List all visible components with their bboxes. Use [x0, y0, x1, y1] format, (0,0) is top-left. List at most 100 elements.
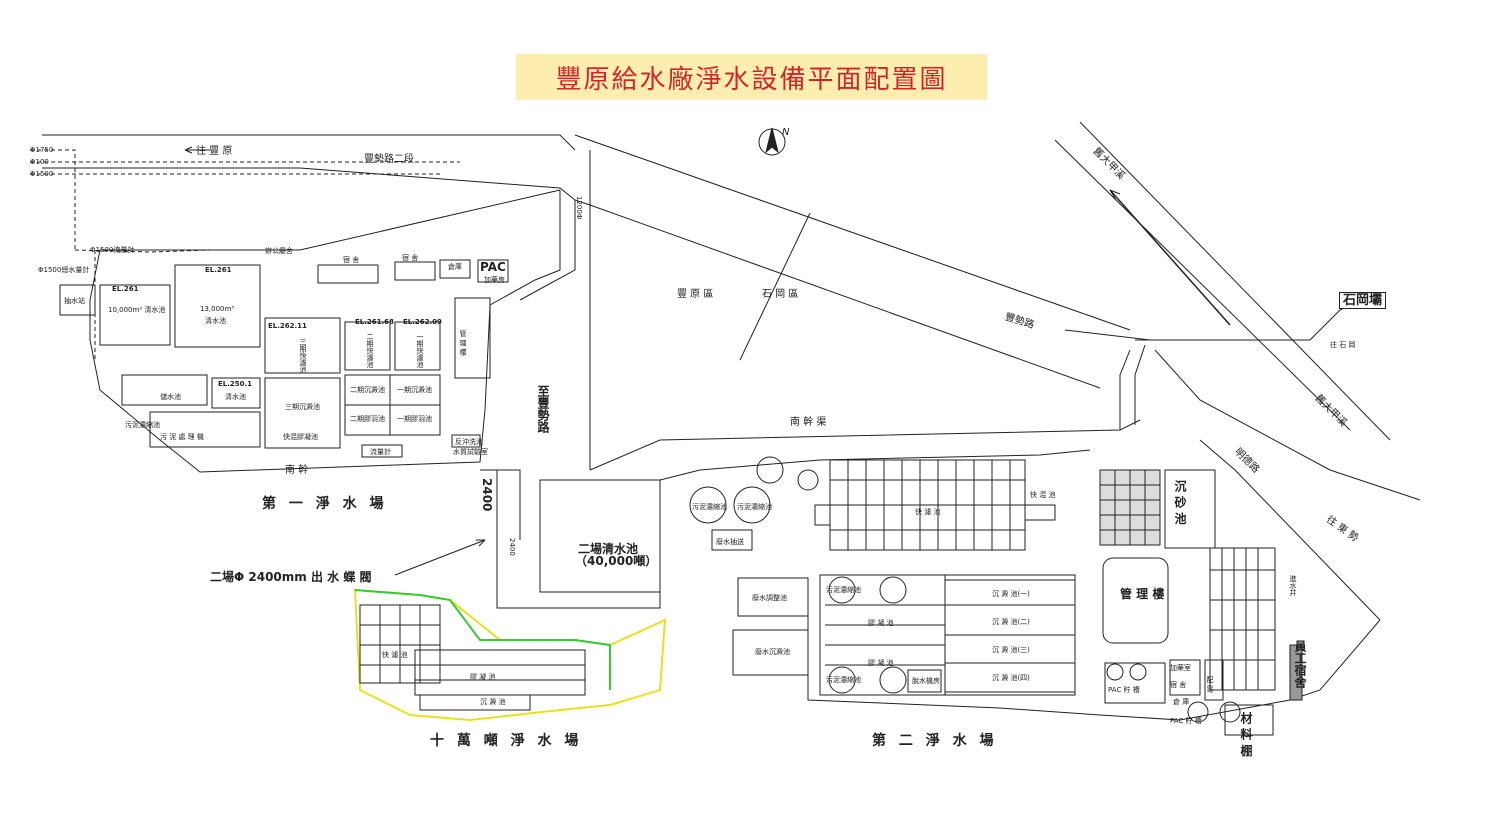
pipe-label-1200: 1200Φ: [575, 196, 583, 220]
p1-sed3: 三期沉澱池: [285, 403, 320, 411]
road-label-to-fengyuan: 往 豐 原: [196, 146, 233, 157]
plant2-filter-block: [814, 459, 1056, 551]
p2-sludge-conc-b: 污泥濃縮池: [737, 503, 772, 511]
p1-dorm-a: 宿 舍: [343, 256, 360, 264]
p2-dorm2: 宿 舍: [1170, 681, 1187, 689]
p1-filter1: 一期快濾池: [416, 333, 424, 368]
p1-floc1: 一期膠羽池: [397, 415, 432, 423]
p1-sed1: 一期沉澱池: [397, 386, 432, 394]
p2-sed-basin: 沉 砂 池: [1173, 480, 1187, 525]
road-label-to-fengshi: 至豐勢路: [536, 385, 550, 433]
p3-sed: 沉 澱 池: [480, 698, 506, 706]
p2-floc-b: 膠 凝 池: [868, 659, 894, 667]
plant1-name: 第 一 淨 水 場: [262, 496, 388, 512]
p1-el261-68: EL.261.68: [355, 318, 394, 326]
p2-settle4: 沉 澱 池(四): [992, 674, 1030, 682]
p2-reservoir: 二場清水池: [578, 542, 639, 556]
p1-el250-1: EL.250.1: [218, 380, 253, 388]
pipe-label-1500-meter: Φ1500流量計: [90, 246, 135, 254]
p1-filter3: 三期快濾池: [299, 338, 307, 373]
plant2-reservoir-outline: [480, 456, 819, 676]
p1-clear: 清水池: [225, 393, 246, 401]
p2-settle3: 沉 澱 池(三): [992, 646, 1030, 654]
p2-mixing: 快 混 池: [1030, 491, 1056, 499]
p1-floc2: 二期膠羽池: [350, 415, 385, 423]
p2-filter: 快 濾 池: [915, 508, 941, 516]
title-banner: 豐原給水廠淨水設備平面配置圖: [516, 54, 987, 100]
p2-admin: 管 理 樓: [1120, 587, 1165, 601]
plant2-settling-block: [819, 574, 1076, 696]
district-label-fengyuan: 豐 原 區: [677, 289, 714, 300]
shigang-dam-label: 石岡壩: [1339, 292, 1387, 309]
pipe-label-1500: Φ1500: [30, 170, 54, 178]
road-label-south-trunk-2: 南 幹: [285, 465, 309, 476]
p3-filter: 快 濾 池: [382, 651, 408, 659]
p2-pac-tank2: PAC 貯 槽: [1170, 717, 1202, 725]
p2-chem-room: 加藥室: [1170, 664, 1191, 672]
p1-sludge: 污 泥 處 理 機: [160, 433, 204, 441]
road-label-to-shigang: 往 石 岡: [1330, 341, 1356, 349]
p1-lab: 水質試驗室: [453, 448, 488, 456]
p1-sludge-pond: 污泥濃縮池: [125, 421, 160, 429]
north-arrow-icon: [758, 127, 786, 156]
p1-warehouse: 倉庫: [448, 263, 462, 271]
p2-settle2: 沉 澱 池(二): [992, 618, 1030, 626]
plant1-outline: [59, 189, 561, 473]
p1-el261b: EL.261: [205, 266, 232, 274]
p2-sludge-sed: 廢水沉澱池: [755, 648, 790, 656]
p2-pac-tank: PAC 貯 槽: [1108, 686, 1140, 694]
p2-sludge-conc-a: 污泥濃縮池: [692, 503, 727, 511]
p1-backwash: 反沖洗池: [455, 438, 483, 446]
p1-office: 辦公廳舍: [265, 247, 293, 255]
p3-floc: 膠 凝 池: [470, 673, 496, 681]
p1-el261a: EL.261: [112, 285, 139, 293]
p2-conc-d: 污泥濃縮池: [826, 676, 861, 684]
road-label-south-trunk: 南 幹 渠: [790, 417, 827, 428]
p1-el262-11: EL.262.11: [268, 322, 307, 330]
p1-reservoir-13k: 13,000m³: [200, 305, 235, 313]
road-label-fengshi-2: 豐勢路二段: [364, 154, 414, 165]
valve-label: 二場Φ 2400mm 出 水 蝶 閥: [210, 570, 372, 584]
p1-tank: 儲水池: [160, 393, 181, 401]
pipe-label-100: Φ100: [30, 158, 49, 166]
p2-reservoir-cap: （40,000噸）: [575, 554, 658, 568]
pipe-label-1750: Φ1750: [30, 146, 54, 154]
p2-settle1: 沉 澱 池(一): [992, 590, 1030, 598]
p1-pac: PAC: [480, 260, 506, 274]
pipe-lines: [30, 149, 460, 360]
p1-pump: 抽水站: [64, 297, 85, 305]
p2-sludge-pump: 廢水抽送: [716, 538, 744, 546]
pipe-label-1500-flow: Φ1500總水量計: [38, 266, 90, 274]
p1-filter2: 二期快濾池: [366, 333, 374, 368]
river-dajia: [1054, 121, 1391, 441]
p2-stock: 倉 庫: [1173, 698, 1190, 706]
p1-rapid-mix: 快混膠凝池: [283, 433, 318, 441]
p2-conc-c: 污泥濃縮池: [826, 586, 861, 594]
p1-admin: 管 理 樓: [459, 330, 467, 356]
p2-dorm: 員工宿舍: [1293, 640, 1307, 688]
plant2-intake-block: [1099, 469, 1241, 723]
valve-arrow: [394, 539, 486, 576]
p1-sed2: 二期沉澱池: [350, 386, 385, 394]
p2-dewater: 脫水機房: [912, 677, 940, 685]
p1-reservoir-10k: 10,000m³ 清水池: [108, 306, 166, 314]
plant2-dorm-block: [1209, 547, 1303, 736]
p2-material: 材 料 棚: [1239, 712, 1253, 757]
p2-dist: 配 電: [1206, 676, 1214, 693]
p1-meter: 流量計: [370, 448, 391, 456]
plant3-outline: [353, 588, 667, 722]
road-fengshi-2: [42, 134, 1131, 470]
plant3-name: 十 萬 噸 淨 水 場: [430, 733, 583, 749]
p1-dorm-b: 宿 舍: [402, 254, 419, 262]
p1-el262-09: EL.262.09: [403, 318, 442, 326]
p1-chem: 加藥房: [484, 276, 505, 284]
page-title: 豐原給水廠淨水設備平面配置圖: [555, 64, 948, 95]
north-label: N: [782, 127, 790, 138]
p2-floc-a: 膠 凝 池: [868, 619, 894, 627]
p2-intake: 進水井: [1289, 575, 1297, 596]
pipe-label-2400-b: 2400: [508, 538, 516, 556]
plant2-name: 第 二 淨 水 場: [872, 733, 998, 749]
p2-sludge-adj: 廢水調整池: [752, 594, 787, 602]
pipe-label-2400-a: 2400: [480, 478, 494, 512]
